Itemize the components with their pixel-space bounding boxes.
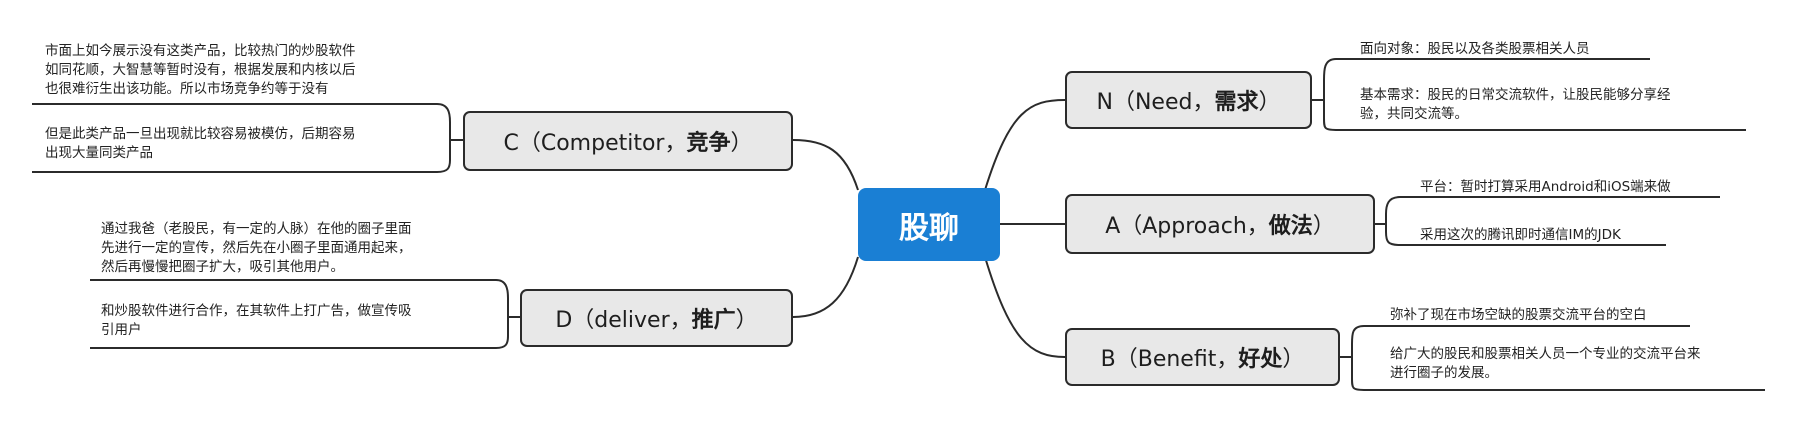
leaf-competitor-market[interactable]: 市面上如今展示没有这类产品，比较热门的炒股软件 如同花顺，大智慧等暂时没有，根据… — [45, 43, 356, 97]
connector-center-b — [984, 256, 1066, 358]
leaf-approach-platform[interactable]: 平台：暂时打算采用Android和iOS端来做 — [1420, 179, 1671, 195]
branch-benefit-label: B（Benefit， — [1100, 347, 1239, 372]
branch-need-label-bold: 需求 — [1214, 90, 1259, 115]
leaf-need-audience[interactable]: 面向对象：股民以及各类股票相关人员 — [1360, 41, 1590, 57]
connector-center-n — [984, 99, 1066, 191]
connector-d-bracket — [495, 279, 520, 349]
connector-center-d — [792, 256, 859, 318]
central-topic[interactable]: 股聊 — [858, 188, 1000, 261]
branch-approach[interactable]: A（Approach，做法） — [1065, 194, 1375, 254]
branch-benefit-label-end: ） — [1282, 347, 1305, 372]
branch-competitor-label: C（Competitor， — [503, 131, 687, 156]
leaf-need-basic[interactable]: 基本需求：股民的日常交流软件，让股民能够分享经 验，共同交流等。 — [1360, 87, 1671, 122]
branch-competitor-label-bold: 竞争 — [686, 131, 731, 156]
connector-n-bracket — [1312, 58, 1337, 131]
connector-c-bracket — [436, 103, 463, 173]
leaf-deliver-network[interactable]: 通过我爸（老股民，有一定的人脉）在他的圈子里面 先进行一定的宣传，然后先在小圈子… — [101, 221, 412, 275]
branch-approach-label-end: ） — [1312, 214, 1335, 239]
branch-deliver-label-end: ） — [735, 308, 758, 333]
branch-deliver-label-bold: 推广 — [691, 308, 736, 333]
central-topic-label: 股聊 — [899, 210, 959, 246]
branch-approach-label: A（Approach， — [1105, 214, 1269, 239]
branch-deliver[interactable]: D（deliver，推广） — [520, 289, 793, 347]
leaf-benefit-gap[interactable]: 弥补了现在市场空缺的股票交流平台的空白 — [1390, 307, 1647, 323]
branch-need-label-end: ） — [1258, 90, 1281, 115]
leaf-approach-im[interactable]: 采用这次的腾讯即时通信IM的JDK — [1420, 227, 1621, 243]
branch-need[interactable]: N（Need，需求） — [1065, 71, 1312, 129]
leaf-competitor-imitation[interactable]: 但是此类产品一旦出现就比较容易被模仿，后期容易 出现大量同类产品 — [45, 126, 356, 161]
branch-deliver-label: D（deliver， — [555, 308, 692, 333]
branch-competitor-label-end: ） — [730, 131, 753, 156]
branch-need-label: N（Need， — [1096, 90, 1215, 115]
connector-a-bracket — [1375, 196, 1401, 246]
leaf-deliver-partnership[interactable]: 和炒股软件进行合作，在其软件上打广告，做宣传吸 引用户 — [101, 303, 412, 338]
branch-benefit[interactable]: B（Benefit，好处） — [1065, 328, 1340, 386]
leaf-benefit-platform[interactable]: 给广大的股民和股票相关人员一个专业的交流平台来 进行圈子的发展。 — [1390, 346, 1701, 381]
branch-benefit-label-bold: 好处 — [1238, 347, 1283, 372]
branch-approach-label-bold: 做法 — [1268, 214, 1313, 239]
branch-competitor[interactable]: C（Competitor，竞争） — [463, 111, 793, 171]
connector-b-bracket — [1340, 325, 1365, 391]
connector-center-c — [792, 139, 859, 191]
